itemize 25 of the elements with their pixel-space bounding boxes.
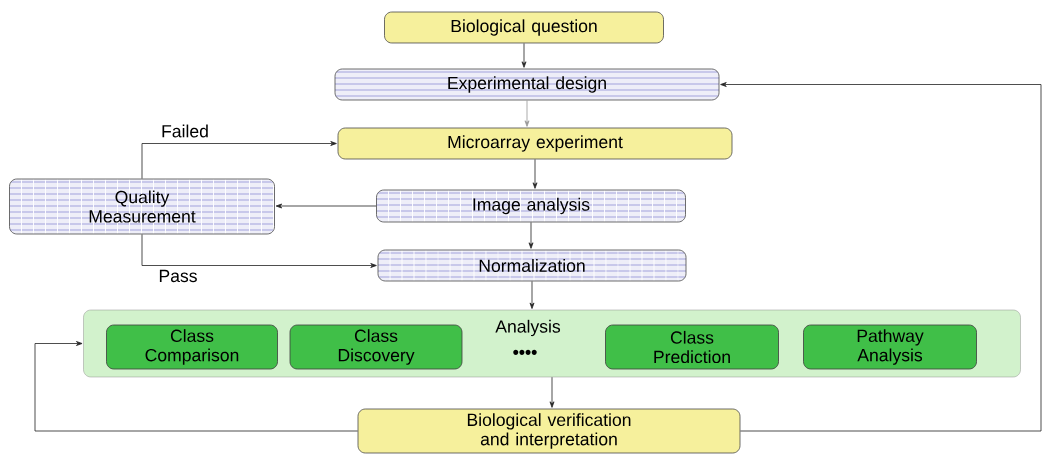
arrow: [529, 281, 535, 309]
ellipsis-dots: ••••: [513, 349, 537, 355]
arrow: [720, 82, 1042, 432]
method-box: Class Comparison: [106, 324, 278, 370]
process-box: Quality Measurement: [9, 178, 275, 235]
arrow: [521, 43, 527, 68]
arrow: [549, 376, 555, 408]
arrow: [275, 203, 377, 209]
edge-label: Pass: [159, 269, 197, 283]
arrow: [141, 141, 337, 179]
process-box: Experimental design: [334, 68, 720, 101]
method-box: Class Discovery: [289, 324, 463, 370]
arrow: [524, 100, 530, 127]
arrow: [141, 234, 377, 268]
arrow: [528, 222, 534, 249]
process-box: Biological verification and interpretation: [357, 408, 741, 454]
process-box: Image analysis: [376, 189, 686, 223]
process-box: Normalization: [377, 249, 687, 282]
arrow: [532, 159, 538, 189]
process-box: Biological question: [384, 11, 664, 44]
arrow: [34, 341, 358, 432]
method-box: Pathway Analysis: [803, 324, 977, 370]
edge-label: Failed: [162, 124, 208, 138]
method-box: Class Prediction: [605, 324, 779, 370]
process-box: Microarray experiment: [337, 127, 733, 160]
